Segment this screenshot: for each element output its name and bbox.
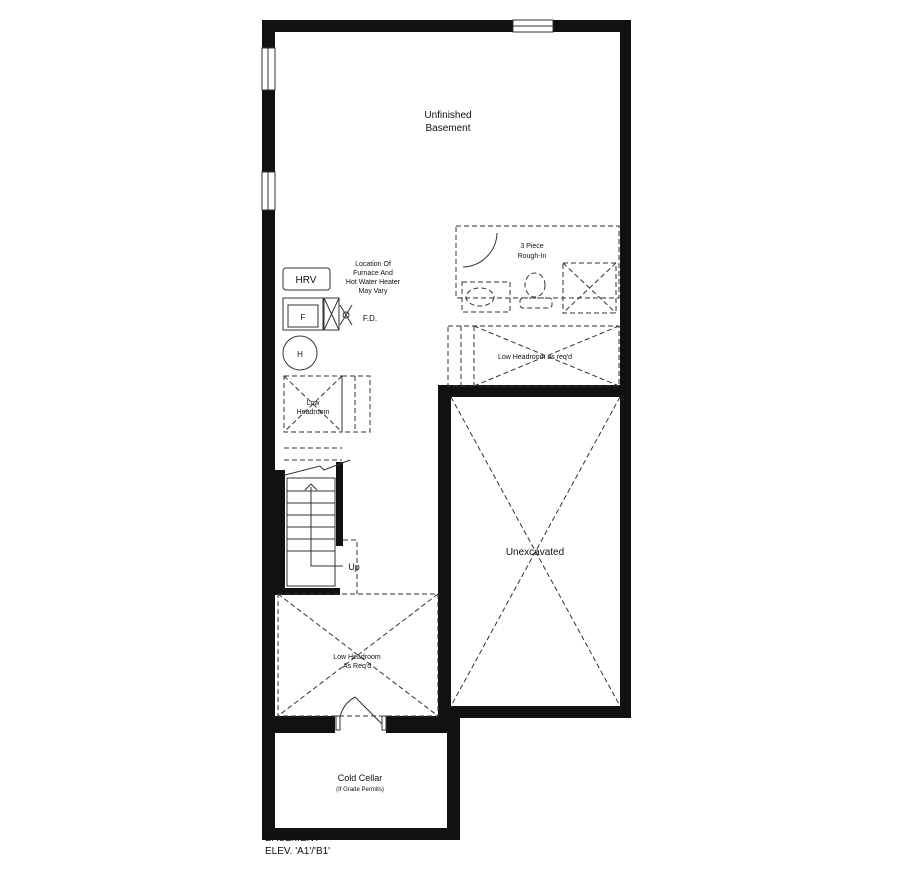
low-headroom-right-area (447, 325, 620, 387)
furnace-note-2: Furnace And (353, 270, 393, 277)
rough-in-label-2: Rough-In (518, 253, 547, 260)
level-caption: BASEMENT (265, 833, 321, 844)
rough-in-label-1: 3 Piece (520, 243, 543, 250)
room-label-unfinished-1: Unfinished (424, 110, 471, 121)
cold-cellar-door[interactable] (335, 696, 387, 731)
low-headroom-right-label: Low Headroom as req'd (498, 354, 572, 361)
cold-cellar-label: Cold Cellar (338, 773, 383, 783)
unexcavated-area (450, 396, 621, 707)
hrv-label: HRV (296, 275, 317, 286)
furnace-note-1: Location Of (355, 261, 391, 268)
furnace-note-4: May Vary (358, 288, 388, 295)
unexcavated-label: Unexcavated (506, 547, 564, 558)
room-label-unfinished-2: Basement (425, 123, 470, 134)
cold-cellar-note: (If Grade Permits) (336, 787, 384, 793)
furnace-note-3: Hot Water Heater (346, 279, 401, 286)
floor-drain-label: F.D. (363, 314, 377, 323)
walls (262, 20, 631, 840)
low-headroom-left-label-1: Low (307, 400, 321, 407)
low-headroom-left-area (283, 375, 371, 461)
bathroom-rough-in (455, 225, 620, 314)
mechanical (282, 267, 353, 371)
low-headroom-left-label-2: Headroom (297, 409, 330, 416)
low-headroom-bottom-label-2: As Req'd (343, 663, 371, 670)
low-headroom-bottom-area (277, 593, 439, 717)
low-headroom-bottom-label-1: Low Headroom (333, 654, 381, 661)
elevation-caption: ELEV. 'A1'/'B1' (265, 846, 331, 857)
stairs[interactable] (284, 459, 358, 594)
windows (261, 19, 554, 211)
heater-label: H (297, 350, 303, 359)
furnace-label: F (301, 313, 306, 322)
stairs-up-label: Up (348, 562, 360, 572)
